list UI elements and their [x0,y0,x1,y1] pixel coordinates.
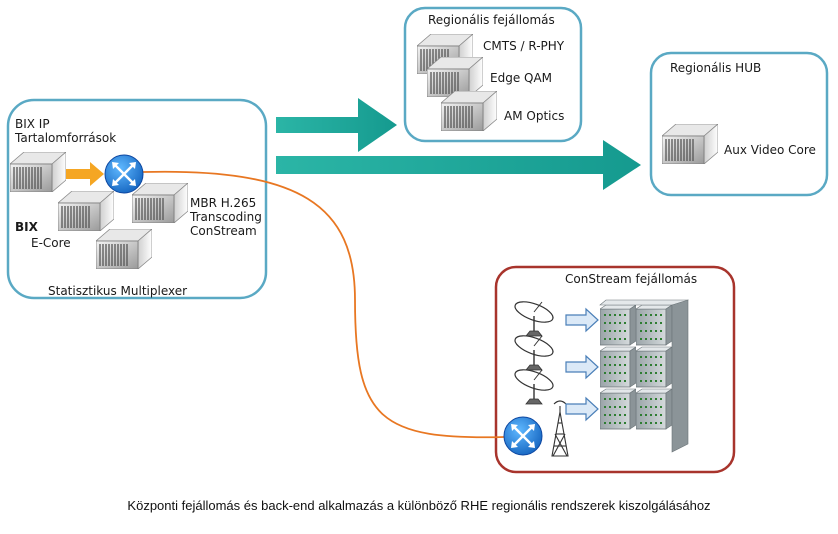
caption: Központi fejállomás és back-end alkalmaz… [127,498,711,513]
router-icon-constream [503,416,543,456]
item-amoptics: AM Optics [504,109,565,123]
server-icon-source [10,152,66,192]
feed-arrows [565,307,599,422]
item-edgeqam: Edge QAM [490,71,553,85]
server-icon-mbr [132,183,188,223]
server-icon-auxcore [662,124,718,164]
mbr-line1: MBR H.265 [190,196,257,210]
item-cmts: CMTS / R-PHY [483,39,565,53]
bix-title-line1: BIX IP [15,117,50,131]
mbr-line3: ConStream [190,224,257,238]
server-icon-ecore [58,191,114,231]
ecore-label: E-Core [31,236,71,250]
arrow-to-regional-headend [276,98,397,152]
regional-hub-title: Regionális HUB [670,61,762,75]
arrow-to-regional-hub [276,140,641,190]
mux-label: Statisztikus Multiplexer [48,284,188,298]
bix-title-line2: Tartalomforrások [15,131,117,145]
server-icon-mux [96,229,152,269]
rack-side [599,299,689,453]
bix-label: BIX [15,220,38,234]
constream-title: ConStream fejállomás [565,272,698,286]
arrow-source-to-router [66,162,104,186]
fiber-link [142,170,506,439]
regional-headend-title: Regionális fejállomás [428,13,555,27]
mbr-line2: Transcoding [190,210,262,224]
router-icon-bix [104,154,144,194]
item-auxcore: Aux Video Core [724,143,816,157]
server-icon-amoptics [441,91,497,131]
antenna-tower-icon [551,400,569,457]
